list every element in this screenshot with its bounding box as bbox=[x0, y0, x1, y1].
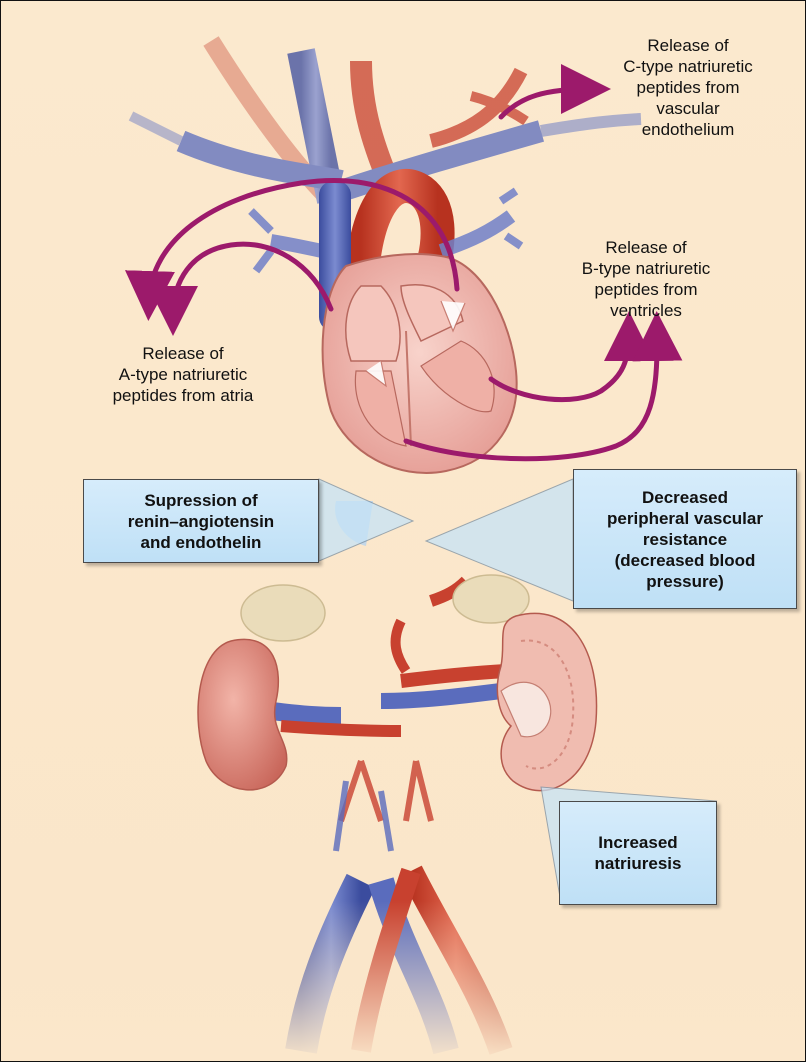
b-type-label: Release of B-type natriuretic peptides f… bbox=[551, 237, 741, 321]
resistance-text: Decreased peripheral vascular resistance… bbox=[607, 487, 763, 592]
natriuresis-callout: Increased natriuresis bbox=[559, 801, 717, 905]
suppression-text: Supression of renin–angiotensin and endo… bbox=[128, 490, 274, 553]
resistance-callout: Decreased peripheral vascular resistance… bbox=[573, 469, 797, 609]
left-adrenal-gland bbox=[241, 585, 325, 641]
natriuresis-text: Increased natriuresis bbox=[595, 832, 682, 874]
a-type-label: Release of A-type natriuretic peptides f… bbox=[83, 343, 283, 406]
left-kidney bbox=[198, 639, 287, 789]
heart bbox=[323, 254, 517, 473]
c-type-label: Release of C-type natriuretic peptides f… bbox=[593, 35, 783, 140]
right-kidney-section bbox=[497, 613, 596, 790]
suppression-callout: Supression of renin–angiotensin and endo… bbox=[83, 479, 319, 563]
